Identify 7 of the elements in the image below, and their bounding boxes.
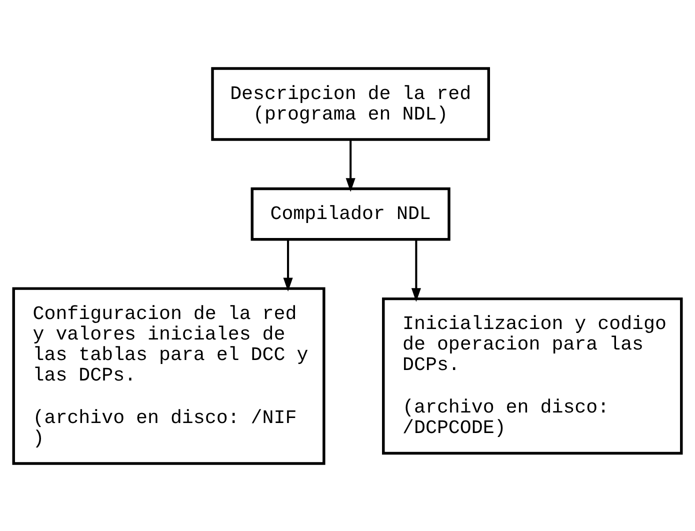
node-box: Compilador NDL (250, 186, 450, 240)
arrow (283, 238, 293, 291)
node-box: Descripcion de la red (programa en NDL) (211, 66, 490, 140)
node-box: Configuracion de la red y valores iniciales de las tablas para el DCC y las DCPs. (archivo en disco: /NIF ) (12, 286, 326, 464)
arrow (411, 238, 421, 302)
arrow (346, 140, 356, 192)
node-box: Inicializacion y codigo de operacion para las DCPs. (archivo en disco: /DCPCODE) (382, 296, 683, 454)
